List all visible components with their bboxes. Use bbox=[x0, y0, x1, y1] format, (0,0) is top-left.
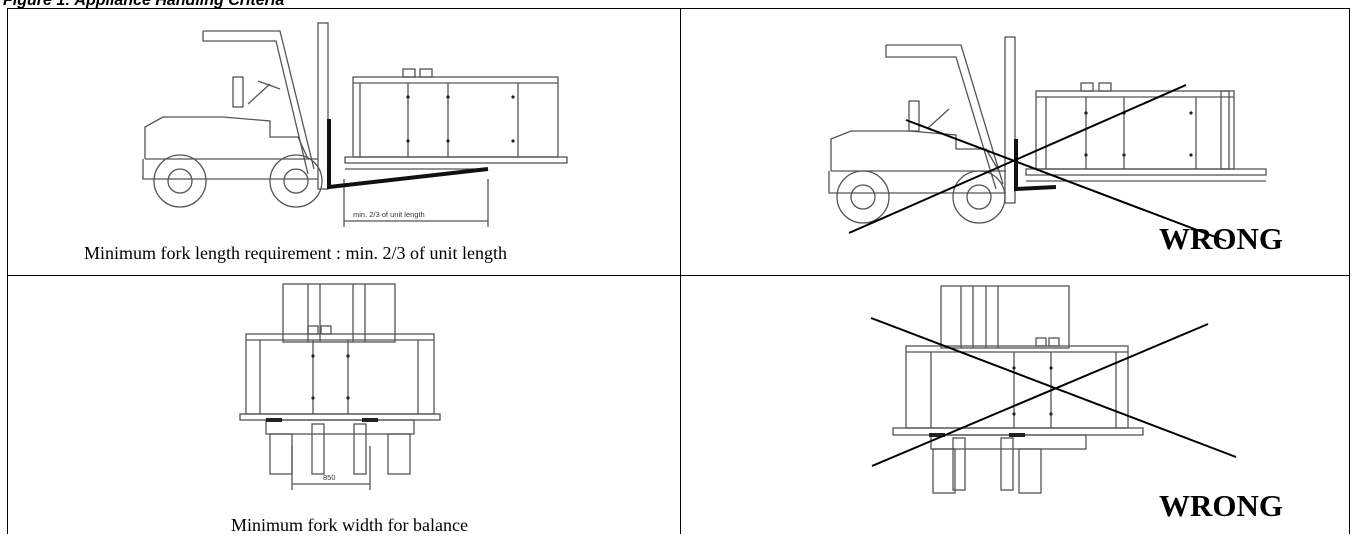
figure-title: Figure 1: Appliance Handling Criteria bbox=[3, 0, 285, 9]
figure-table bbox=[7, 8, 1350, 534]
fork-length-caption: Minimum fork length requirement : min. 2… bbox=[84, 243, 507, 263]
fork-length-dimension-label: min. 2/3 of unit length bbox=[353, 210, 425, 219]
forklift-side-view-wrong bbox=[828, 36, 1267, 242]
fork-width-dimension-label: 850 bbox=[323, 473, 336, 482]
wrong-label-front: WRONG bbox=[1159, 488, 1283, 523]
wrong-label-side: WRONG bbox=[1159, 221, 1283, 256]
table-divider-horizontal bbox=[7, 275, 1350, 276]
forklift-front-view-correct: 850 bbox=[239, 283, 441, 490]
forklift-front-view-wrong bbox=[870, 285, 1237, 494]
forklift-side-view-correct: min. 2/3 of unit length bbox=[142, 22, 568, 227]
fork-width-caption: Minimum fork width for balance bbox=[231, 515, 468, 535]
table-divider-vertical bbox=[680, 8, 681, 534]
